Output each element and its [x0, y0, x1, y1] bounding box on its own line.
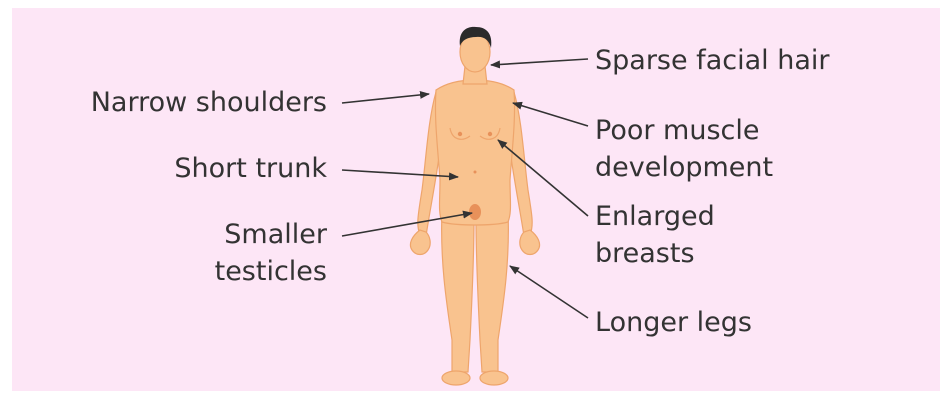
genitals: [469, 204, 481, 220]
right-foot: [480, 371, 508, 385]
label-short-trunk: Short trunk: [174, 152, 327, 186]
label-poor-muscle-line2: development: [595, 151, 773, 185]
left-leg: [442, 210, 474, 372]
arrow-enlarged-breasts: [498, 140, 588, 216]
label-longer-legs: Longer legs: [595, 306, 752, 340]
label-smaller-testicles-line2: testicles: [215, 255, 327, 289]
arrow-longer-legs: [510, 266, 588, 318]
arrow-narrow-shoulders: [342, 94, 429, 103]
arrow-poor-muscle: [513, 103, 588, 126]
label-enlarged-breasts-line2: breasts: [595, 237, 695, 271]
label-poor-muscle-line1: Poor muscle: [595, 114, 759, 148]
right-nipple: [488, 132, 492, 136]
label-enlarged-breasts-line1: Enlarged: [595, 200, 715, 234]
label-smaller-testicles-line1: Smaller: [224, 218, 327, 252]
left-nipple: [458, 132, 462, 136]
navel: [474, 171, 477, 174]
right-leg: [476, 210, 508, 372]
torso: [435, 80, 514, 225]
label-sparse-facial-hair: Sparse facial hair: [595, 44, 829, 78]
left-hand: [410, 230, 430, 255]
label-narrow-shoulders: Narrow shoulders: [91, 86, 327, 120]
arrow-sparse-facial-hair: [491, 59, 588, 65]
right-hand: [520, 230, 540, 255]
left-foot: [442, 371, 470, 385]
